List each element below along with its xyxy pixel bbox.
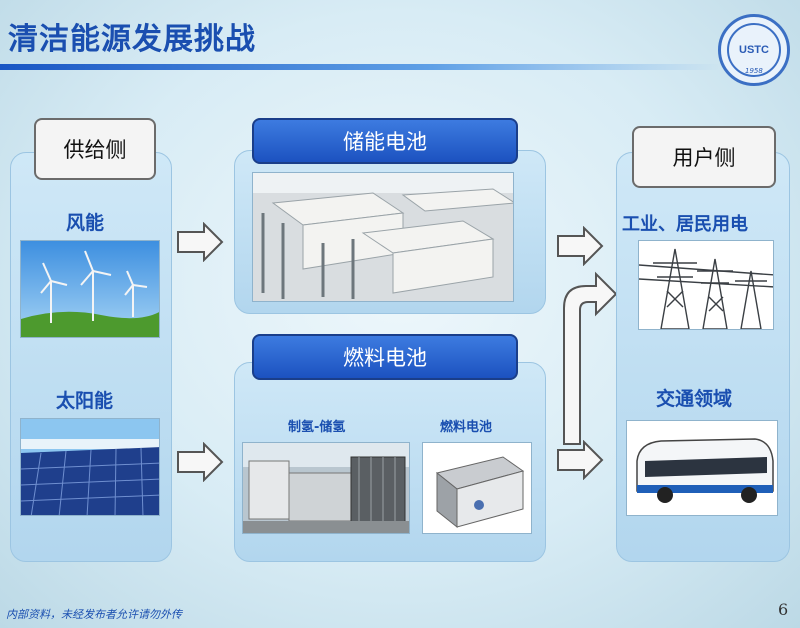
hydrogen-equipment-photo — [242, 442, 410, 534]
arrow-solar-to-fuel — [177, 442, 224, 482]
fuel-cell-label: 燃料电池 — [440, 420, 493, 435]
arrow-fuel-to-transport — [557, 440, 604, 480]
solar-panel-photo — [20, 418, 160, 516]
battery-header: 储能电池 — [252, 118, 518, 164]
transport-label: 交通领域 — [656, 388, 733, 410]
industry-label: 工业、居民用电 — [622, 214, 748, 235]
logo-ring: USTC — [727, 23, 781, 77]
fuel-cell-stack-photo — [422, 442, 532, 534]
arrow-battery-to-demand — [557, 226, 604, 266]
hydrogen-label: 制氢-储氢 — [288, 420, 346, 435]
supply-label: 供给侧 — [34, 118, 156, 180]
footer-note: 内部资料，未经发布者允许请勿外传 — [6, 608, 182, 621]
power-tower-photo — [638, 240, 774, 330]
title-rule — [0, 64, 720, 70]
university-logo: USTC 1958 — [718, 14, 790, 86]
wind-turbine-photo — [20, 240, 160, 338]
fuel-cell-header: 燃料电池 — [252, 334, 518, 380]
logo-year: 1958 — [745, 67, 763, 75]
demand-label: 用户侧 — [632, 126, 776, 188]
slide-title: 清洁能源发展挑战 — [8, 22, 256, 57]
solar-label: 太阳能 — [56, 390, 114, 412]
hydrogen-bus-photo — [626, 420, 778, 516]
logo-text: USTC — [739, 44, 769, 56]
page-number: 6 — [778, 600, 789, 619]
battery-storage-photo — [252, 172, 514, 302]
arrow-fuel-to-grid-curved — [563, 271, 618, 445]
wind-label: 风能 — [66, 212, 105, 234]
arrow-wind-to-battery — [177, 222, 224, 262]
